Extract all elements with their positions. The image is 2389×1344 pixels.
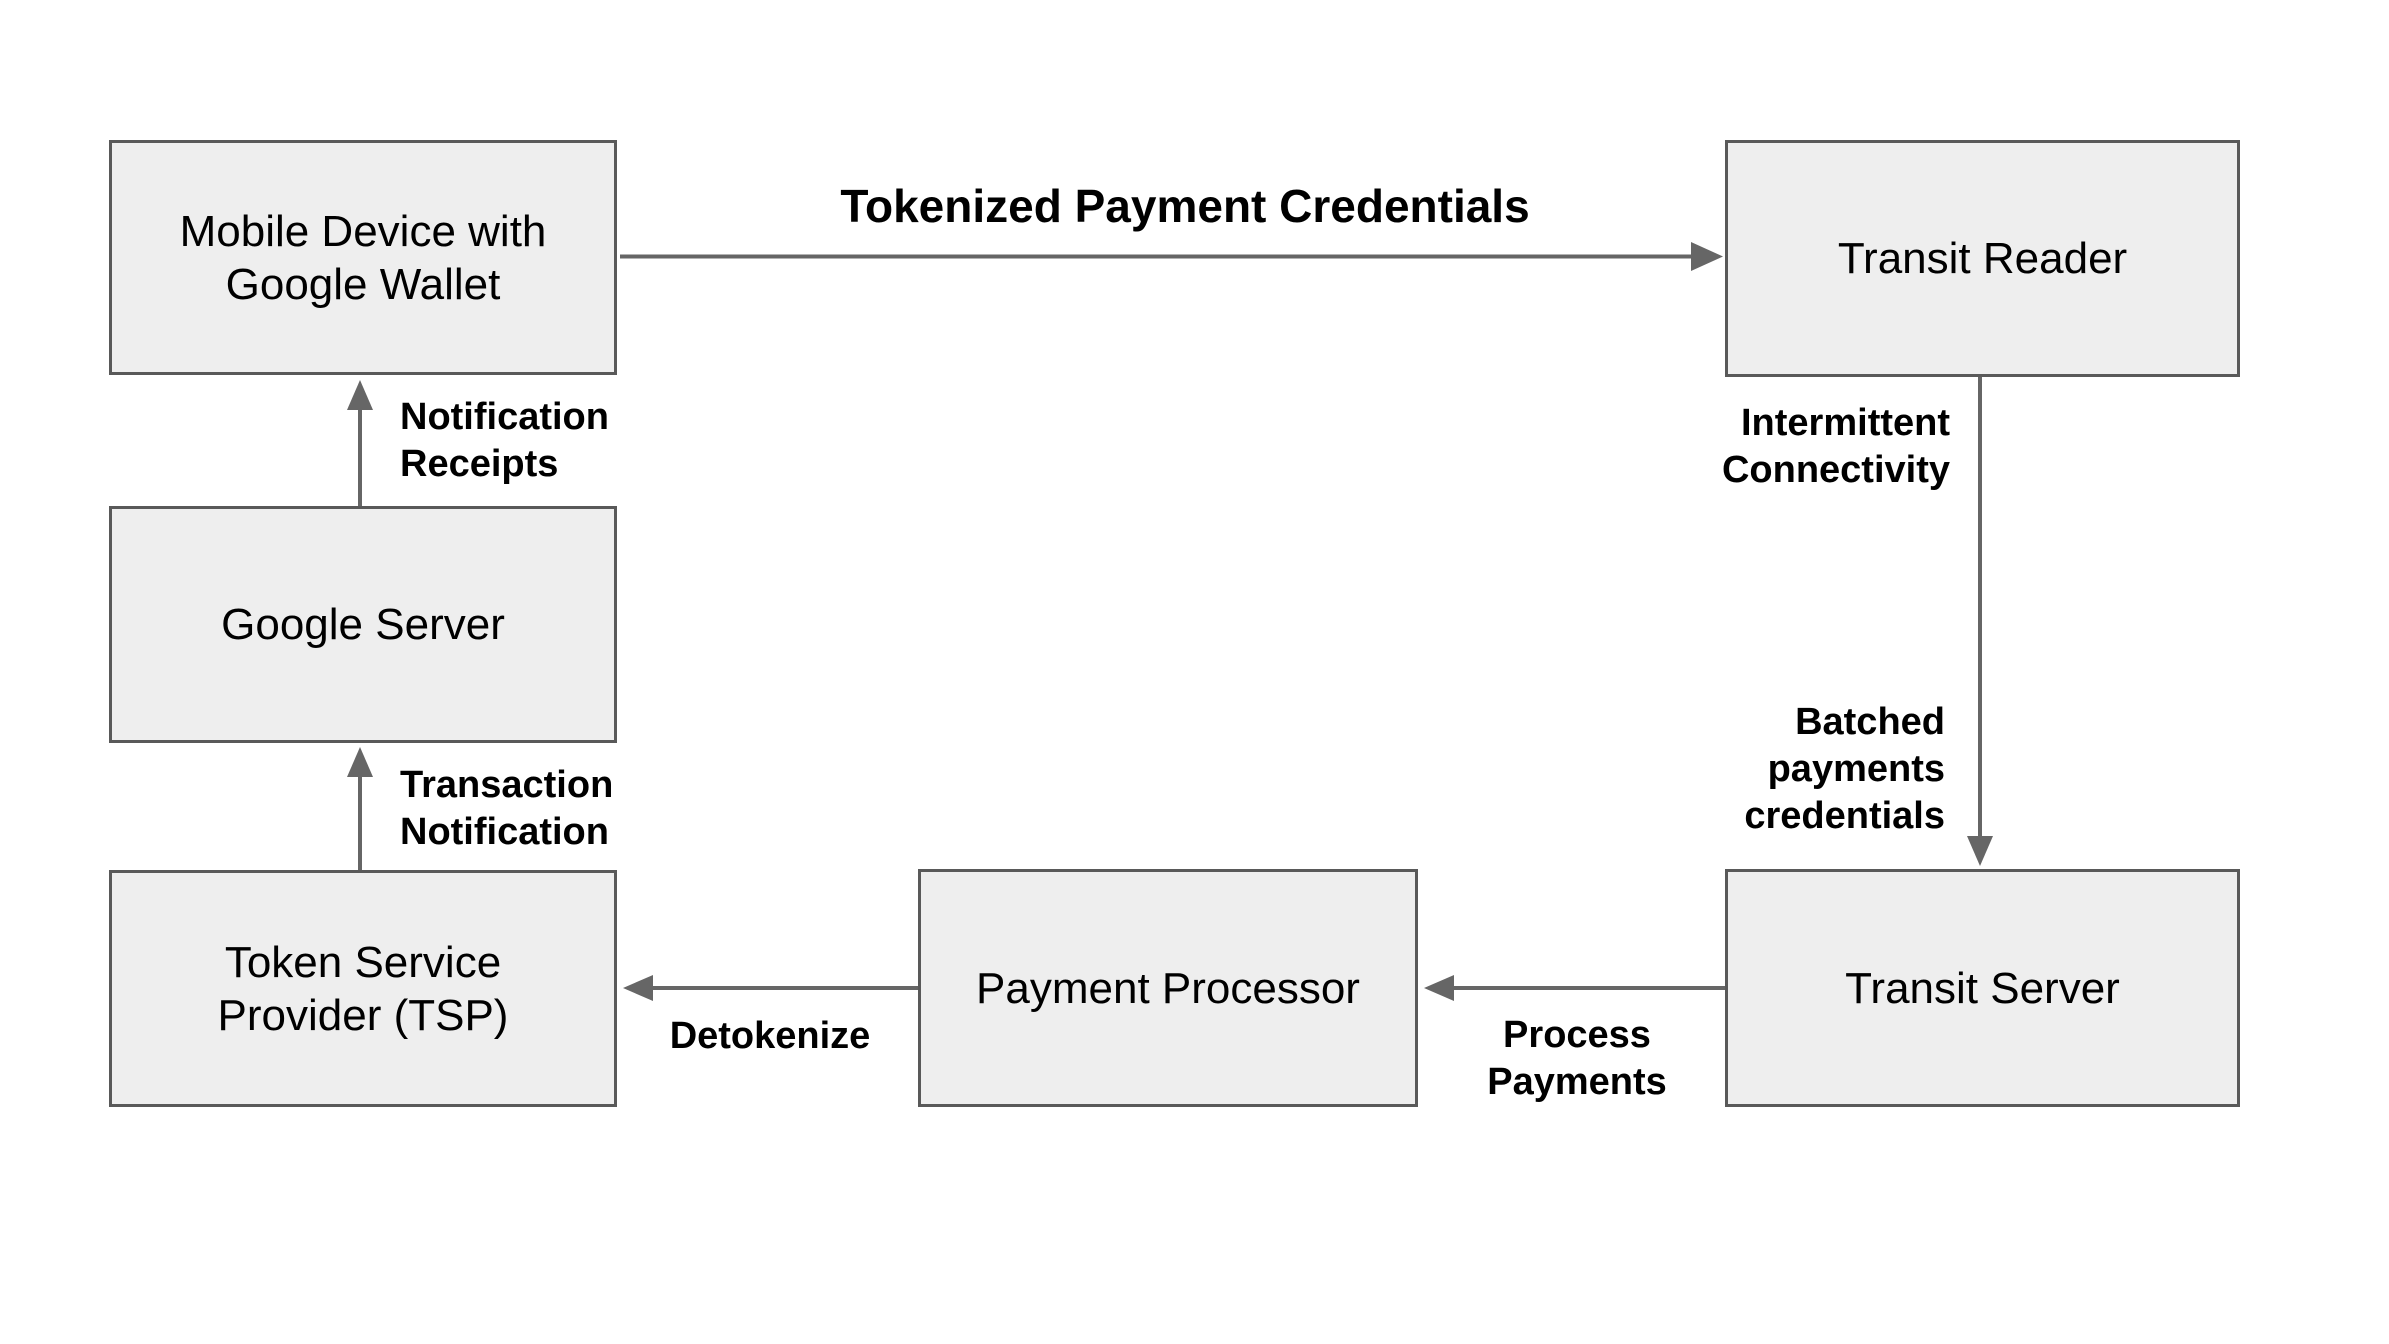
edge-label-notification-receipts: Notification Receipts [400, 396, 609, 485]
node-token-service-provider-label: Token Service Provider (TSP) [217, 937, 509, 1040]
node-google-server-label: Google Server [221, 600, 505, 649]
edge-label-tokenized-payment-credentials: Tokenized Payment Credentials [840, 180, 1530, 232]
edge-label-intermittent-connectivity: Intermittent Connectivity [1721, 402, 1950, 491]
arrow-tokenized-payment-credentials [620, 242, 1723, 271]
arrow-transaction-notification [347, 747, 373, 870]
arrow-intermittent-connectivity [1967, 377, 1993, 866]
edge-label-transaction-notification: Transaction Notification [400, 764, 614, 853]
node-transit-server-label: Transit Server [1845, 963, 2120, 1013]
node-payment-processor-label: Payment Processor [976, 963, 1360, 1013]
node-google-server: Google Server [109, 506, 617, 743]
node-mobile-device: Mobile Device with Google Wallet [109, 140, 617, 375]
arrow-notification-receipts [347, 380, 373, 506]
arrow-process-payments [1424, 975, 1725, 1001]
node-token-service-provider: Token Service Provider (TSP) [109, 870, 617, 1107]
node-mobile-device-label: Mobile Device with Google Wallet [179, 206, 547, 309]
node-transit-reader: Transit Reader [1725, 140, 2240, 377]
node-transit-server: Transit Server [1725, 869, 2240, 1107]
edge-label-process-payments: Process Payments [1487, 1014, 1667, 1103]
node-payment-processor: Payment Processor [918, 869, 1418, 1107]
arrow-detokenize [623, 975, 918, 1001]
edge-label-batched-payments-credentials: Batched payments credentials [1744, 701, 1945, 837]
edge-label-detokenize: Detokenize [669, 1015, 871, 1057]
node-transit-reader-label: Transit Reader [1837, 234, 2128, 283]
